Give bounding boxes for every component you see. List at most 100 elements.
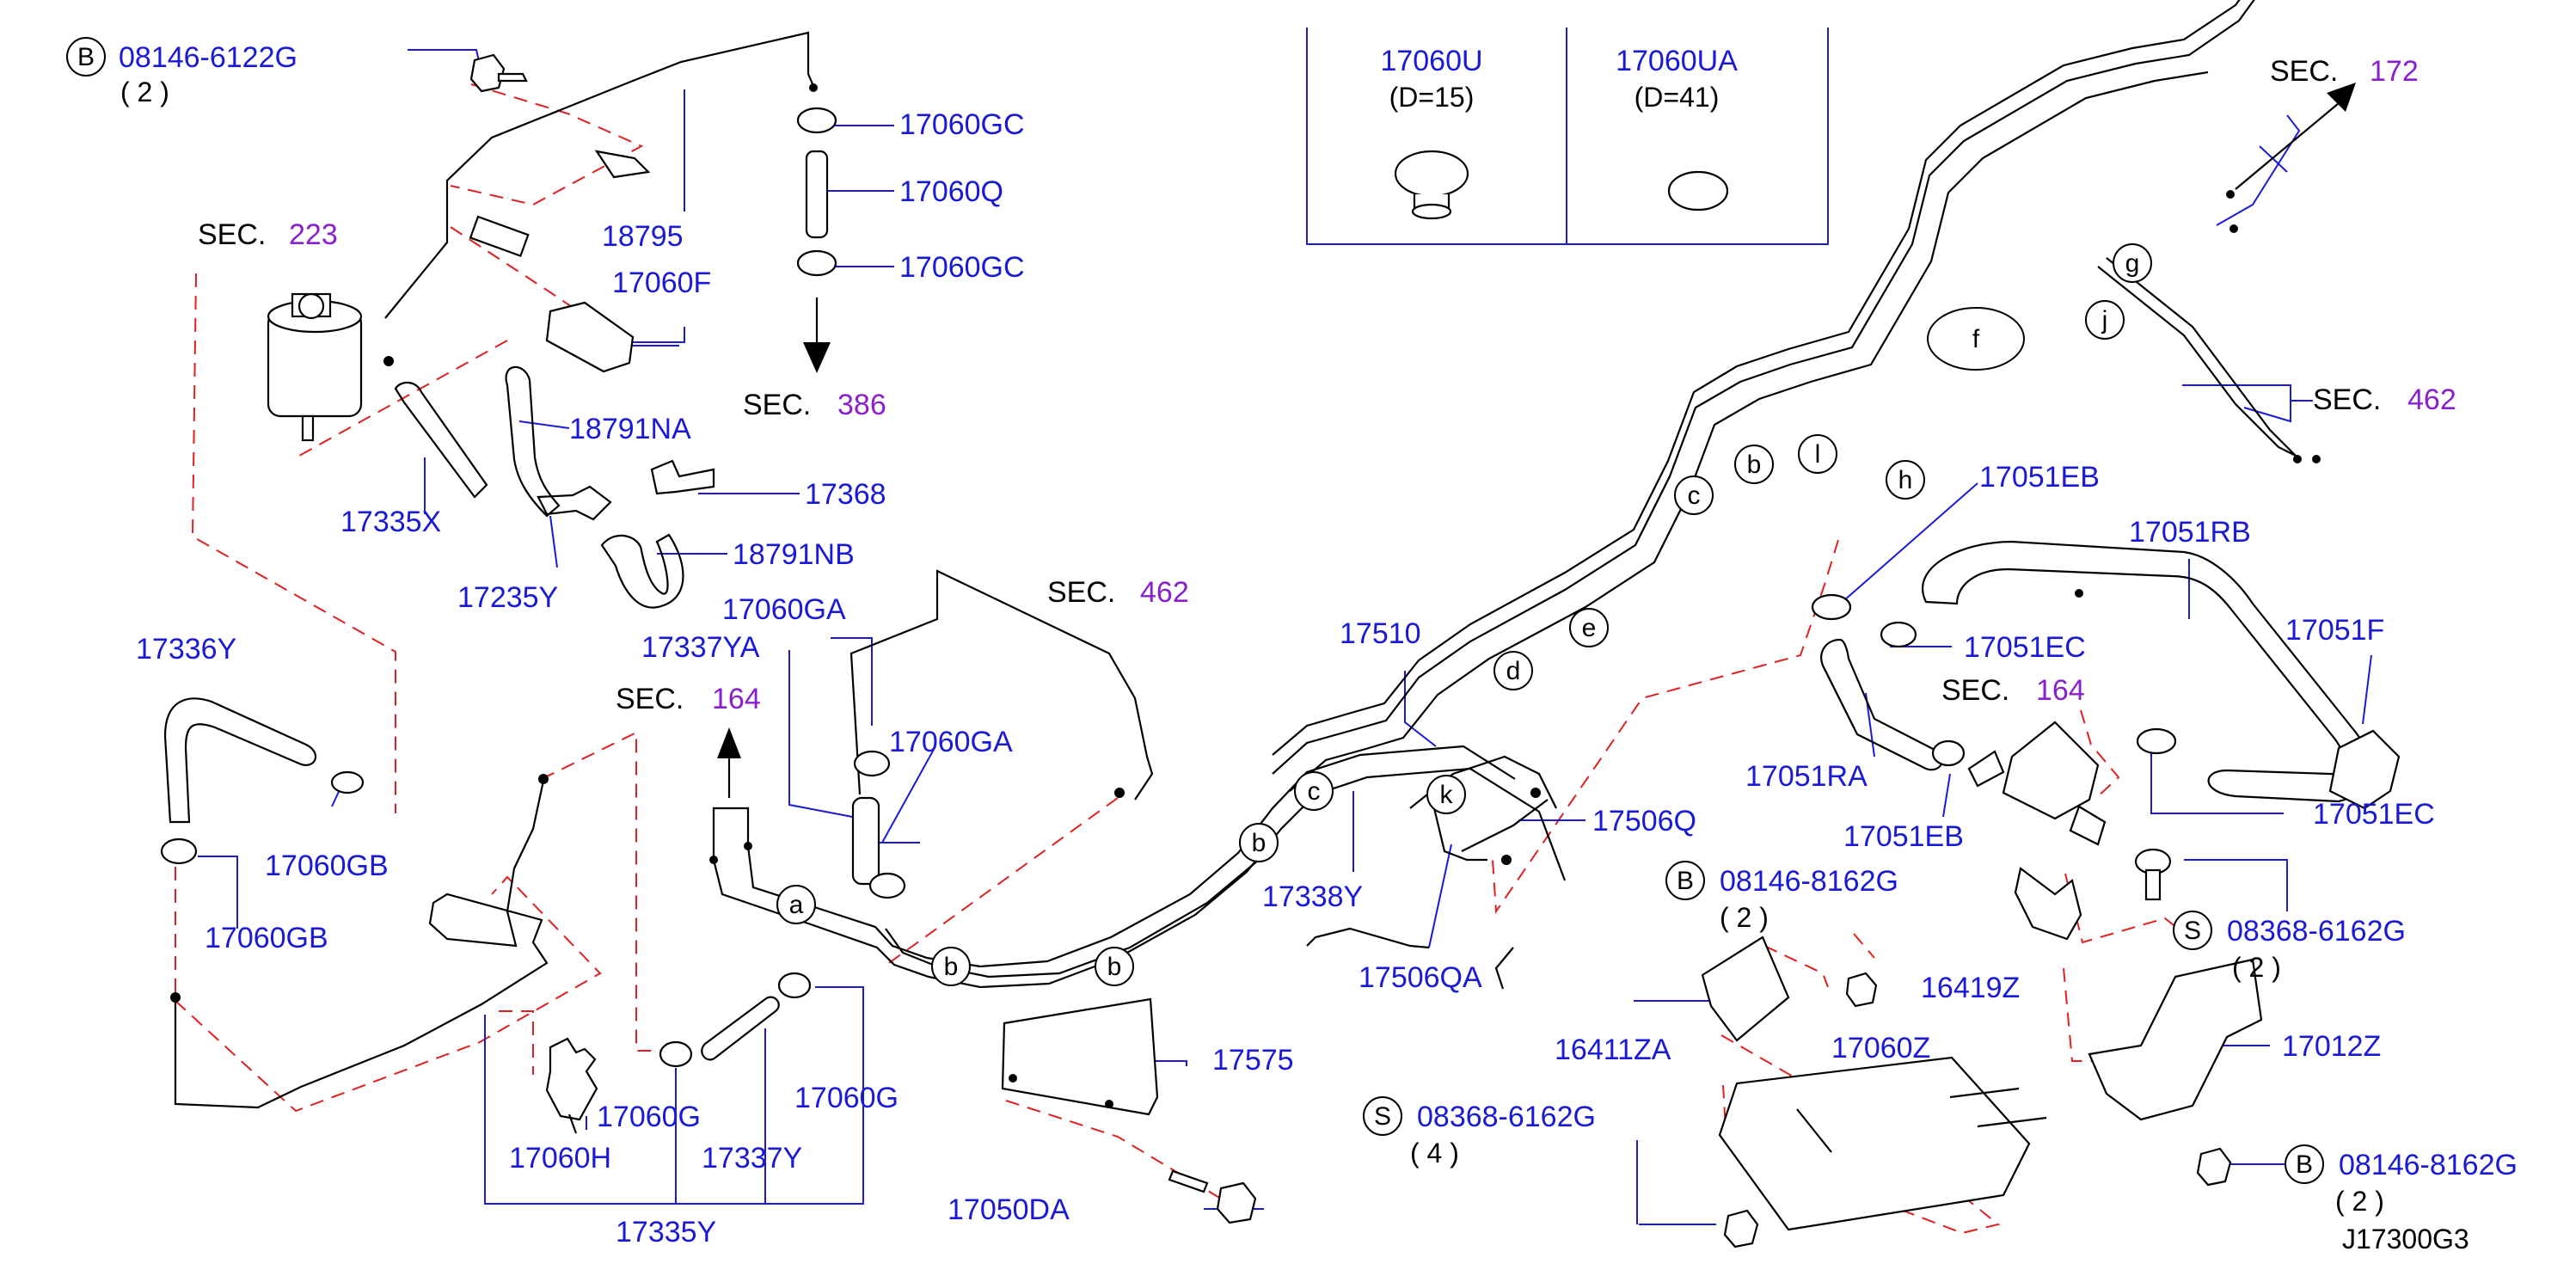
part-label[interactable]: 17335X — [340, 506, 441, 538]
part-labels: 17060GC 17060Q 17060GC 18795 17060F 1879… — [136, 108, 2435, 1248]
part-label[interactable]: 17510 — [1340, 617, 1421, 650]
part-label[interactable]: 17051F — [2285, 614, 2384, 647]
part-label[interactable]: 17051EC — [1964, 631, 2086, 664]
line-letter: b — [1747, 451, 1762, 479]
part-label[interactable]: 18795 — [602, 220, 684, 253]
part-label[interactable]: 17051RB — [2129, 516, 2251, 549]
part-label[interactable]: 17060Q — [899, 175, 1003, 208]
section-prefix: SEC. — [743, 389, 811, 421]
inset-dimension: (D=15) — [1389, 82, 1475, 113]
fastener-part-label[interactable]: 08368-6162G — [1417, 1101, 1596, 1133]
inset-box: 17060U (D=15) 17060UA (D=41) — [1306, 28, 1829, 245]
line-letter: e — [1582, 614, 1597, 642]
part-label[interactable]: 17337YA — [641, 631, 760, 664]
part-label[interactable]: 16419Z — [1921, 972, 2020, 1004]
section-references: SEC. 223 SEC. 386 SEC. 462 SEC. 164 SEC.… — [198, 55, 2456, 715]
line-letter: k — [1440, 781, 1454, 809]
fastener-part-label[interactable]: 08146-8162G — [2339, 1149, 2518, 1181]
part-label[interactable]: 17506QA — [1359, 961, 1482, 994]
section-number[interactable]: 462 — [2407, 383, 2456, 416]
part-geometry — [160, 0, 2401, 1248]
part-label[interactable]: 17012Z — [2282, 1030, 2381, 1063]
section-prefix: SEC. — [2313, 383, 2381, 416]
bolt-shape — [1723, 1209, 1759, 1248]
fastener-symbol: B — [1677, 867, 1694, 895]
line-letter: b — [1107, 953, 1122, 981]
part-label[interactable]: 17336Y — [136, 633, 236, 666]
section-number[interactable]: 172 — [2370, 55, 2419, 88]
inset-dimension: (D=41) — [1635, 82, 1720, 113]
plug-17060ua-shape — [1667, 170, 1729, 212]
fuel-filter-shape — [1967, 721, 2107, 846]
part-label[interactable]: 17060F — [612, 267, 711, 299]
part-label[interactable]: 17050DA — [948, 1193, 1070, 1226]
part-label[interactable]: 17060H — [509, 1142, 611, 1175]
quantity-label: ( 4 ) — [1410, 1138, 1459, 1169]
line-letter: g — [2125, 249, 2140, 278]
part-label[interactable]: 17060GC — [899, 251, 1025, 284]
section-number[interactable]: 164 — [712, 683, 761, 715]
bolt-shape — [469, 53, 528, 93]
section-number[interactable]: 223 — [289, 218, 338, 251]
fastener-callouts: B 08146-6122G ( 2 ) B 08146-8162G ( 2 ) … — [66, 37, 2518, 1217]
part-label[interactable]: 17051EB — [1843, 820, 1964, 853]
fastener-part-label[interactable]: 08146-8162G — [1720, 865, 1898, 898]
quantity-label: ( 2 ) — [120, 77, 169, 107]
part-label[interactable]: 17051RA — [1745, 760, 1868, 793]
part-label[interactable]: 17060Z — [1831, 1032, 1930, 1064]
part-label[interactable]: 17575 — [1212, 1044, 1294, 1077]
fastener-part-label[interactable]: 08146-6122G — [119, 41, 297, 74]
fastener-symbol: B — [2296, 1150, 2313, 1179]
bolt-shape — [1845, 972, 1878, 1008]
bolt-shape — [2196, 1147, 2232, 1187]
part-label[interactable]: 16411ZA — [1555, 1034, 1671, 1066]
clip-shape — [545, 1037, 598, 1134]
section-prefix: SEC. — [2270, 55, 2338, 88]
canister-shape — [267, 292, 363, 442]
part-label[interactable]: 17335Y — [616, 1216, 716, 1248]
fastener-part-label[interactable]: 08368-6162G — [2227, 915, 2406, 948]
part-label[interactable]: 17368 — [805, 478, 886, 511]
fastener-symbol: B — [77, 43, 95, 71]
part-label[interactable]: 17506Q — [1592, 805, 1696, 837]
fastener-symbol: S — [2184, 917, 2201, 945]
part-label[interactable]: 17060G — [597, 1101, 701, 1133]
inset-part-label[interactable]: 17060U — [1380, 45, 1482, 77]
part-label[interactable]: 17060GB — [205, 922, 328, 954]
section-prefix: SEC. — [1941, 674, 2009, 707]
part-label[interactable]: 17060GB — [265, 850, 389, 882]
line-letter: a — [789, 891, 804, 919]
part-label[interactable]: 18791NA — [569, 413, 691, 445]
quantity-label: ( 2 ) — [2335, 1186, 2384, 1217]
line-letter: f — [1972, 325, 1980, 353]
part-label[interactable]: 17338Y — [1262, 880, 1363, 913]
section-number[interactable]: 462 — [1140, 576, 1189, 609]
quantity-label: ( 2 ) — [1720, 902, 1769, 933]
part-label[interactable]: 17060GA — [722, 593, 846, 626]
part-label[interactable]: 17051EC — [2313, 798, 2435, 831]
drawing-reference: J17300G3 — [2342, 1224, 2469, 1255]
part-label[interactable]: 17051EB — [1979, 461, 2100, 494]
section-number[interactable]: 386 — [837, 389, 886, 421]
section-prefix: SEC. — [198, 218, 266, 251]
part-label[interactable]: 17337Y — [702, 1142, 802, 1175]
line-letter: b — [944, 953, 959, 981]
section-number[interactable]: 164 — [2036, 674, 2085, 707]
part-label[interactable]: 17060G — [794, 1082, 899, 1114]
part-label[interactable]: 18791NB — [733, 538, 855, 571]
line-letter: l — [1815, 440, 1821, 469]
line-letter-callouts: a b b b b c c d e l h f g j k — [776, 243, 2152, 986]
line-letter: h — [1898, 466, 1913, 494]
part-label[interactable]: 17060GC — [899, 108, 1025, 141]
inset-part-label[interactable]: 17060UA — [1616, 45, 1738, 77]
part-label[interactable]: 17235Y — [457, 581, 558, 614]
line-letter: c — [1688, 482, 1701, 510]
section-prefix: SEC. — [1047, 576, 1115, 609]
line-letter: c — [1308, 777, 1321, 806]
line-letter: d — [1506, 657, 1521, 685]
bolt-shape — [1168, 1169, 1257, 1224]
fastener-symbol: S — [1374, 1102, 1391, 1131]
part-label[interactable]: 17060GA — [889, 726, 1013, 758]
section-prefix: SEC. — [616, 683, 684, 715]
